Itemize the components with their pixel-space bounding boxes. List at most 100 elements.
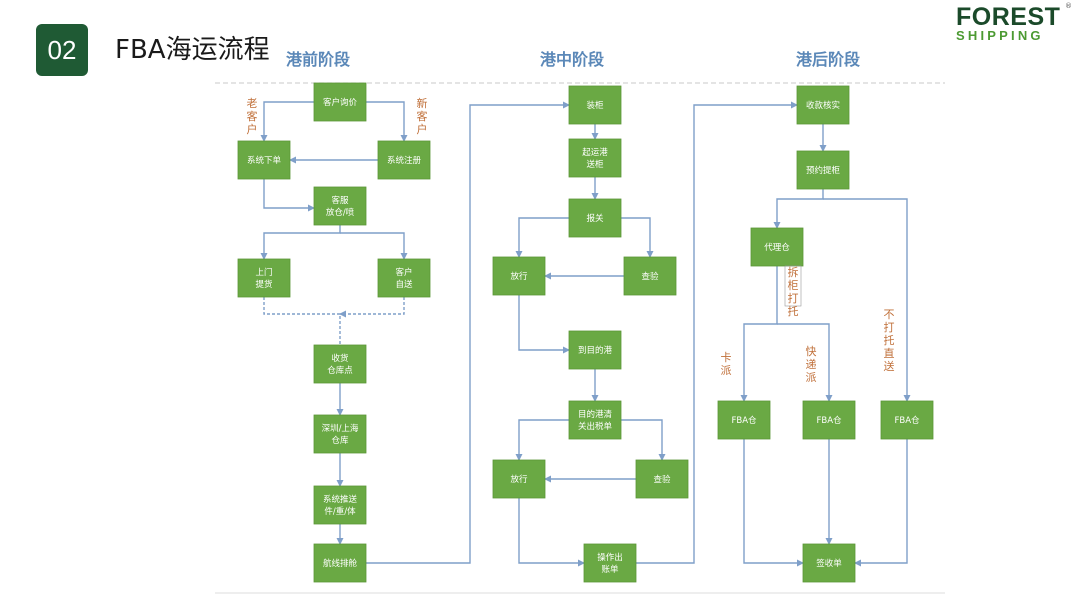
connector-release1-to-arrive_dest bbox=[518, 295, 570, 354]
node-label: 上门 bbox=[255, 267, 272, 278]
connector-customs-to-inspect1 bbox=[621, 217, 654, 258]
connector-dest_clearance-to-release2 bbox=[515, 419, 569, 461]
node-release1: 放行 bbox=[492, 256, 546, 296]
node-label: 查验 bbox=[641, 271, 659, 282]
node-fba2: FBA仓 bbox=[802, 400, 856, 440]
logo-wordmark-shipping: SHIPPING bbox=[956, 28, 1044, 43]
node-box bbox=[377, 140, 431, 180]
node-label: 件/重/体 bbox=[324, 506, 356, 517]
connector-bill_out-to-payment_check bbox=[636, 101, 798, 564]
node-box bbox=[796, 85, 850, 125]
forest-shipping-logo: FOREST SHIPPING ® bbox=[956, 2, 1074, 44]
node-fba3: FBA仓 bbox=[880, 400, 934, 440]
phase-label-in-port: 港中阶段 bbox=[540, 50, 605, 69]
connector-fba3-to-sign_receipt bbox=[854, 439, 908, 567]
node-label: FBA仓 bbox=[816, 415, 842, 426]
node-box bbox=[796, 150, 850, 190]
node-label: 客户询价 bbox=[323, 97, 358, 108]
connector-inquiry-to-order bbox=[260, 101, 314, 142]
node-box bbox=[313, 414, 367, 454]
connector-route_plan-to-load bbox=[366, 101, 570, 564]
node-box bbox=[568, 198, 622, 238]
node-book-pickup: 预约提柜 bbox=[796, 150, 850, 190]
connector-cs_booking-to-self_delivery bbox=[340, 232, 408, 260]
node-load: 装柜 bbox=[568, 85, 622, 125]
node-label: 深圳/上海 bbox=[322, 423, 359, 434]
node-box bbox=[237, 258, 291, 298]
node-label: 系统下单 bbox=[247, 155, 282, 166]
node-box bbox=[492, 256, 546, 296]
node-label: 收货 bbox=[331, 353, 349, 364]
node-label: 放行 bbox=[510, 474, 528, 485]
node-label: 代理仓 bbox=[764, 242, 790, 253]
node-label: 自送 bbox=[395, 279, 413, 290]
connector-release2-to-bill_out bbox=[518, 498, 585, 567]
phase-label-post-port: 港后阶段 bbox=[796, 50, 861, 69]
node-box bbox=[880, 400, 934, 440]
connectors bbox=[260, 101, 911, 567]
node-register: 系统注册 bbox=[377, 140, 431, 180]
node-customs: 报关 bbox=[568, 198, 622, 238]
connector-customs-to-release1 bbox=[515, 217, 569, 258]
annotation-devan-pallet: 拆柜打托 bbox=[784, 265, 802, 318]
node-label: 预约提柜 bbox=[806, 165, 841, 176]
connector-book_pickup-to-agent_wh bbox=[773, 189, 824, 229]
annotation-direct: 不打托直送 bbox=[884, 308, 895, 373]
node-box bbox=[802, 400, 856, 440]
node-agent-wh: 代理仓 bbox=[750, 227, 804, 267]
node-label: 操作出 bbox=[597, 552, 623, 563]
phase-label-pre-port: 港前阶段 bbox=[286, 50, 351, 69]
node-box bbox=[583, 543, 637, 583]
node-label: 放行 bbox=[510, 271, 528, 282]
node-payment-check: 收款核实 bbox=[796, 85, 850, 125]
node-order: 系统下单 bbox=[237, 140, 291, 180]
slide-number-badge: 02 bbox=[36, 24, 88, 76]
node-box bbox=[802, 543, 856, 583]
connector-book_pickup-to-fba3 bbox=[823, 198, 911, 402]
node-inquiry: 客户询价 bbox=[313, 82, 367, 122]
node-label: 放仓/喷 bbox=[326, 207, 355, 218]
connector-inquiry-to-register bbox=[366, 101, 408, 142]
node-label: 送柜 bbox=[586, 159, 604, 170]
node-label: 系统推送 bbox=[323, 494, 358, 505]
annotation-text: 卡派 bbox=[721, 351, 732, 377]
connector-dest_clearance-to-inspect2 bbox=[621, 419, 666, 461]
node-label: 提货 bbox=[255, 279, 273, 290]
connector-pickup-to-receive_point bbox=[263, 297, 341, 345]
node-box bbox=[313, 82, 367, 122]
node-box bbox=[313, 186, 367, 226]
node-release2: 放行 bbox=[492, 459, 546, 499]
node-sign-receipt: 签收单 bbox=[802, 543, 856, 583]
node-label: 客户 bbox=[395, 267, 412, 278]
node-inspect1: 查验 bbox=[623, 256, 677, 296]
annotation-text: 老客户 bbox=[247, 97, 258, 136]
connector-order-to-cs_booking bbox=[263, 179, 315, 212]
connector-agent_wh-to-fba2 bbox=[777, 323, 833, 402]
node-inspect2: 查验 bbox=[635, 459, 689, 499]
annotation-text: 快递派 bbox=[806, 345, 817, 384]
node-box bbox=[717, 400, 771, 440]
node-label: FBA仓 bbox=[731, 415, 757, 426]
node-box bbox=[635, 459, 689, 499]
node-label: 仓库 bbox=[331, 435, 349, 446]
annotation-text: 新客户 bbox=[417, 96, 428, 136]
node-arrive-dest: 到目的港 bbox=[568, 330, 622, 370]
node-box bbox=[313, 344, 367, 384]
node-route-plan: 航线排舱 bbox=[313, 543, 367, 583]
connector-cs_booking-to-pickup bbox=[260, 225, 341, 260]
slide-title: FBA海运流程 bbox=[115, 35, 270, 65]
node-label: 系统注册 bbox=[387, 155, 422, 166]
annotation-text: 不打托直送 bbox=[884, 308, 895, 373]
node-fba1: FBA仓 bbox=[717, 400, 771, 440]
node-box bbox=[568, 400, 622, 440]
node-label: 客服 bbox=[331, 195, 349, 206]
node-box bbox=[313, 485, 367, 525]
node-label: 仓库点 bbox=[327, 365, 353, 376]
